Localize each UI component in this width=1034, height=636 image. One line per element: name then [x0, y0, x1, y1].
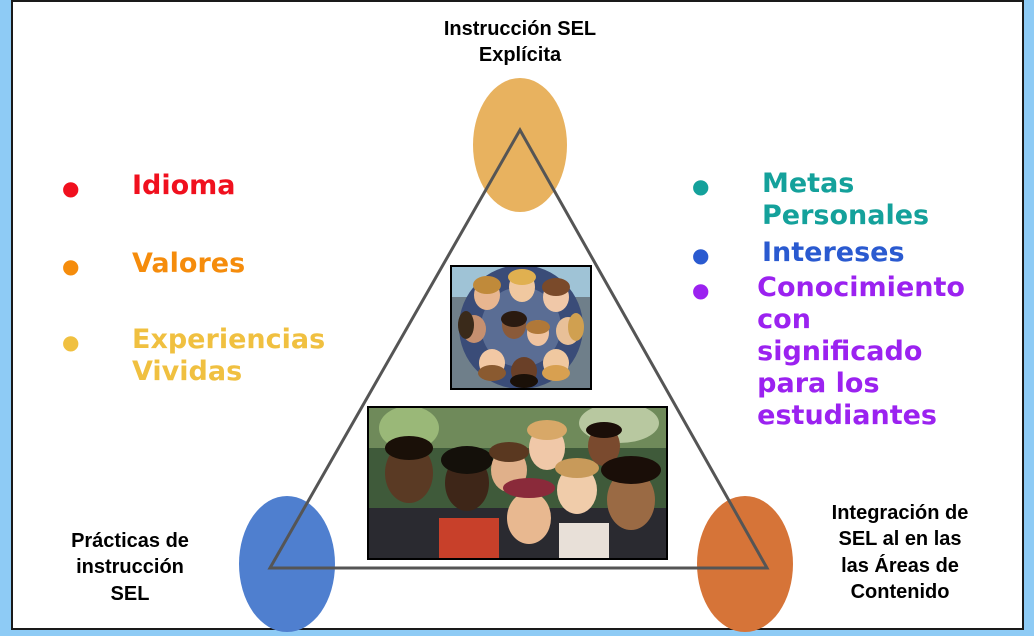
bullet-icon: ● [692, 243, 710, 267]
list-item-experiencias: ● Experiencias Vividas [62, 324, 325, 388]
list-item-conocimiento: ● Conocimiento con significado para los … [692, 272, 970, 432]
label-line: Prácticas de [71, 530, 189, 552]
photo-students-group [367, 406, 668, 560]
label-line: instrucción [76, 556, 184, 579]
list-item-text: Idioma [132, 170, 236, 201]
label-line: SEL al en las [838, 528, 962, 551]
label-line: Integración de [831, 502, 969, 524]
bullet-icon: ● [62, 330, 80, 354]
list-item-line: Personales [762, 200, 930, 231]
list-item-line: para los [757, 368, 880, 399]
triangle [267, 126, 770, 570]
label-content-integration: Integración de SEL al en las las Áreas d… [800, 500, 1000, 606]
bullet-icon: ● [62, 176, 80, 200]
top-circle [473, 78, 567, 212]
list-item-line: Metas [762, 168, 855, 199]
list-item-line: estudiantes [757, 400, 937, 431]
list-item-line: con significado [757, 304, 923, 367]
list-item-intereses: ● Intereses [692, 237, 905, 273]
list-item-text: Metas Personales [762, 168, 929, 232]
label-line: las Áreas de [841, 554, 959, 577]
left-circle [239, 496, 335, 632]
label-line: Contenido [850, 581, 950, 604]
list-item-valores: ● Valores [62, 248, 245, 284]
list-item-text: Valores [132, 248, 246, 279]
right-circle [697, 496, 793, 632]
list-item-idioma: ● Idioma [62, 170, 236, 206]
label-line: SEL [110, 582, 150, 605]
list-item-text: Conocimiento con significado para los es… [757, 272, 970, 432]
list-item-metas: ● Metas Personales [692, 168, 929, 232]
label-line: Instrucción SEL [443, 18, 597, 40]
list-item-line: Conocimiento [757, 272, 965, 303]
list-item-line: Vividas [132, 356, 243, 387]
list-item-line: Experiencias [132, 324, 326, 355]
label-instruction-practices: Prácticas de instrucción SEL [30, 528, 230, 607]
bullet-icon: ● [692, 278, 710, 302]
bullet-icon: ● [62, 254, 80, 278]
list-item-text: Intereses [762, 237, 905, 268]
list-item-text: Experiencias Vividas [132, 324, 325, 388]
label-line: Explícita [478, 44, 562, 67]
bullet-icon: ● [692, 174, 710, 198]
photo-students-circle [450, 265, 592, 390]
label-explicit-instruction: Instrucción SEL Explícita [380, 16, 660, 69]
